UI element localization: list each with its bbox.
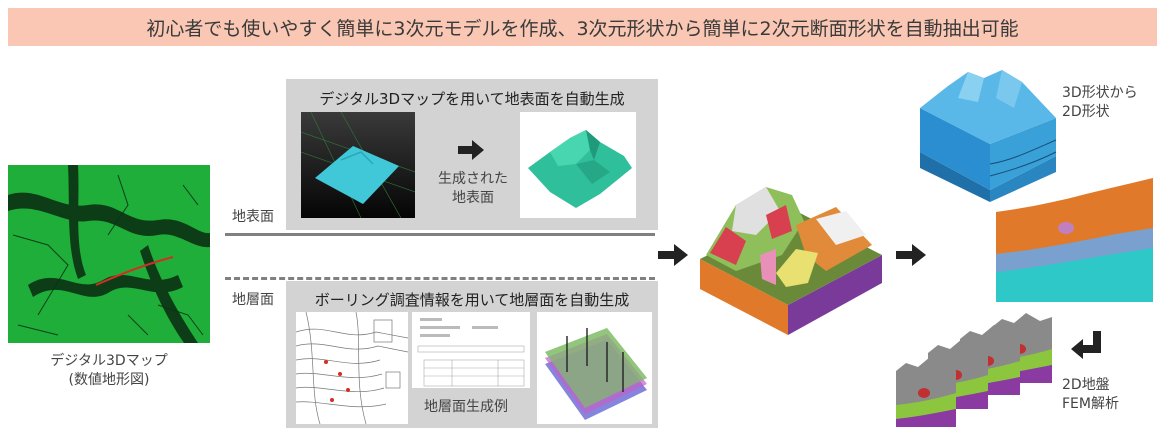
boring-data-form-image	[412, 312, 530, 388]
digital-3d-map-image	[8, 165, 210, 343]
2d-cross-section-image	[996, 178, 1153, 302]
surface-connector-line	[225, 233, 655, 236]
map-caption-line-2: (数値地形図)	[68, 372, 150, 388]
arrow-right-icon	[896, 244, 926, 266]
fem-slices-image	[892, 313, 1056, 431]
fem-analysis-caption: 2D地盤 FEM解析	[1062, 376, 1119, 414]
fem-analysis-caption-line-1: 2D地盤	[1062, 377, 1110, 393]
fem-analysis-caption-line-2: FEM解析	[1062, 396, 1119, 412]
map-caption-line-1: デジタル3Dマップ	[50, 353, 168, 369]
title-banner: 初心者でも使いやすく簡単に3次元モデルを作成、3次元形状から簡単に2次元断面形状…	[8, 8, 1157, 46]
strata-label: 地層面	[232, 292, 274, 308]
arrow-right-icon	[658, 244, 688, 266]
map-caption: デジタル3Dマップ (数値地形図)	[8, 352, 210, 390]
arrow-return-icon	[1071, 331, 1101, 359]
terrain-3d-block-image	[918, 68, 1058, 202]
strata-panel-title: ボーリング調査情報を用いて地層面を自動生成	[314, 291, 630, 309]
boring-survey-map-image	[296, 312, 408, 424]
surface-panel-title: デジタル3Dマップを用いて地表面を自動生成	[319, 90, 625, 108]
strata-example-caption: 地層面生成例	[424, 399, 508, 415]
3d-to-2d-caption-line-1: 3D形状から	[1062, 85, 1138, 101]
map-3d-view-image	[301, 112, 415, 218]
generated-surface-caption-line-1: 生成された	[438, 171, 508, 187]
surface-label: 地表面	[232, 209, 274, 225]
generated-surface-caption-line-2: 地表面	[452, 190, 494, 206]
3d-to-2d-caption: 3D形状から 2D形状	[1062, 84, 1138, 122]
strata-layers-example-image	[537, 312, 652, 424]
geological-3d-model-image	[696, 175, 886, 335]
banner-text: 初心者でも使いやすく簡単に3次元モデルを作成、3次元形状から簡単に2次元断面形状…	[146, 17, 1019, 40]
generated-surface-caption: 生成された 地表面	[434, 170, 512, 208]
3d-to-2d-caption-line-2: 2D形状	[1062, 104, 1110, 120]
strata-connector-dashed-line	[225, 277, 655, 280]
generated-surface-image	[520, 112, 636, 218]
arrow-right-icon	[458, 140, 484, 160]
